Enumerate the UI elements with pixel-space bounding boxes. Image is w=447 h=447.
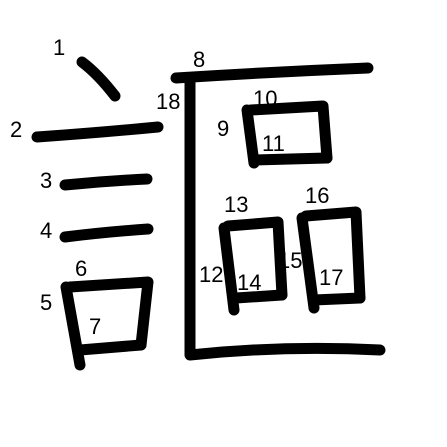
stroke-11 — [248, 152, 333, 166]
stroke-15 — [296, 212, 320, 314]
stroke-16 — [300, 206, 366, 304]
stroke-number-5: 5 — [40, 290, 53, 315]
stroke-8 — [170, 62, 374, 84]
stroke-2 — [31, 121, 164, 143]
stroke-number-8: 8 — [193, 47, 206, 72]
stroke-17 — [308, 292, 366, 306]
stroke-number-17: 17 — [319, 265, 344, 290]
stroke-number-15: 15 — [278, 248, 303, 273]
stroke-number-11: 11 — [262, 131, 285, 156]
stroke-number-1: 1 — [53, 35, 66, 60]
stroke-number-4: 4 — [40, 218, 53, 243]
stroke-number-2: 2 — [10, 117, 23, 142]
stroke-number-3: 3 — [40, 168, 53, 193]
stroke-number-7: 7 — [89, 314, 102, 339]
stroke-number-18: 18 — [156, 89, 181, 114]
stroke-3 — [59, 173, 153, 191]
stroke-6 — [64, 276, 154, 351]
stroke-14 — [230, 289, 288, 304]
stroke-4 — [59, 223, 154, 243]
stroke-number-14: 14 — [237, 270, 262, 295]
stroke-7 — [74, 339, 147, 356]
stroke-18 — [184, 76, 386, 361]
stroke-number-13: 13 — [224, 192, 249, 217]
stroke-10 — [245, 100, 333, 164]
stroke-13 — [222, 216, 288, 301]
stroke-number-6: 6 — [75, 256, 88, 281]
stroke-number-9: 9 — [217, 116, 230, 141]
stroke-number-12: 12 — [199, 262, 224, 287]
stroke-number-16: 16 — [305, 183, 330, 208]
stroke-number-10: 10 — [253, 86, 278, 111]
stroke-1 — [76, 56, 121, 102]
stroke-9 — [241, 104, 260, 169]
